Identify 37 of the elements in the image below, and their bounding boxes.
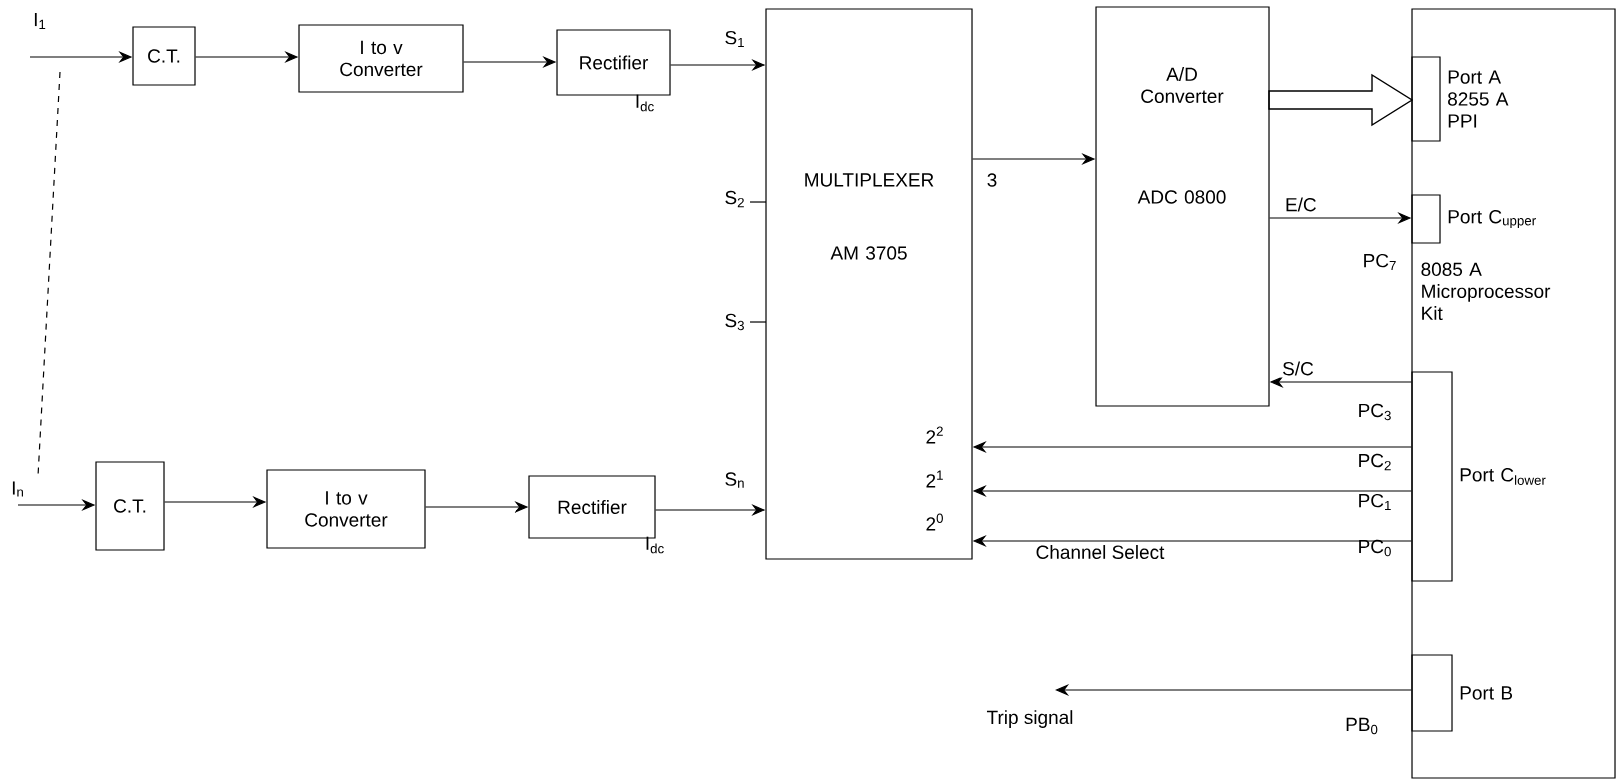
signal-label: PC$_{0}$ — [1359, 539, 1391, 557]
signal-label: PC$_{2}$ — [1359, 453, 1391, 471]
block-box: A/D Converter ADC 0800 — [1095, 6, 1270, 407]
signal-label: PC$_{7}$ — [1364, 253, 1396, 271]
signal-name: I$_{n}$ — [12, 481, 23, 497]
process-box: Rectifier — [556, 29, 671, 96]
node-label: Port B — [1460, 686, 1513, 700]
edge-label: E/C — [1282, 195, 1319, 214]
port-box: Port A 8255 A PPI — [1411, 56, 1509, 142]
bus-arrow — [1268, 73, 1414, 127]
process-box: I to v Converter — [266, 469, 426, 549]
signal-label: I$_{dc}$ — [646, 536, 664, 554]
signal-label: 2$^{2}$ — [926, 426, 943, 444]
signal-label: Channel Select — [1036, 545, 1165, 559]
node-label: Port A 8255 A PPI — [1448, 70, 1509, 128]
process-box: C.T. — [132, 26, 196, 86]
edge-label: S/C — [1280, 359, 1316, 378]
signal-label: S$_{3}$ — [725, 313, 744, 331]
process-box: I to v Converter — [298, 24, 464, 93]
signal-label: S$_{n}$ — [725, 472, 744, 488]
signal-label: I$_{dc}$ — [636, 94, 654, 112]
signal-label: 3 — [987, 173, 997, 187]
signal-name: Trip signal — [987, 710, 1073, 728]
port-box: Port B — [1411, 654, 1513, 732]
signal-name: I$_{1}$ — [34, 13, 46, 29]
signal-label: PB$_{0}$ — [1346, 717, 1378, 735]
signal-label: S$_{1}$ — [725, 30, 744, 48]
signal-label: 2$^{1}$ — [926, 470, 943, 488]
port-box: Port C$_{lower}$ — [1411, 371, 1546, 582]
signal-label: 2$^{0}$ — [926, 513, 943, 531]
signal-label: PC$_{1}$ — [1359, 493, 1391, 511]
process-box: C.T. — [95, 461, 165, 551]
signal-label: S$_{2}$ — [725, 190, 744, 208]
port-box: Port C$_{upper}$ — [1411, 194, 1536, 244]
node-label: Port C$_{lower}$ — [1460, 468, 1546, 485]
signal-label: PC$_{3}$ — [1359, 403, 1391, 421]
node-label: Port C$_{upper}$ — [1448, 209, 1536, 229]
